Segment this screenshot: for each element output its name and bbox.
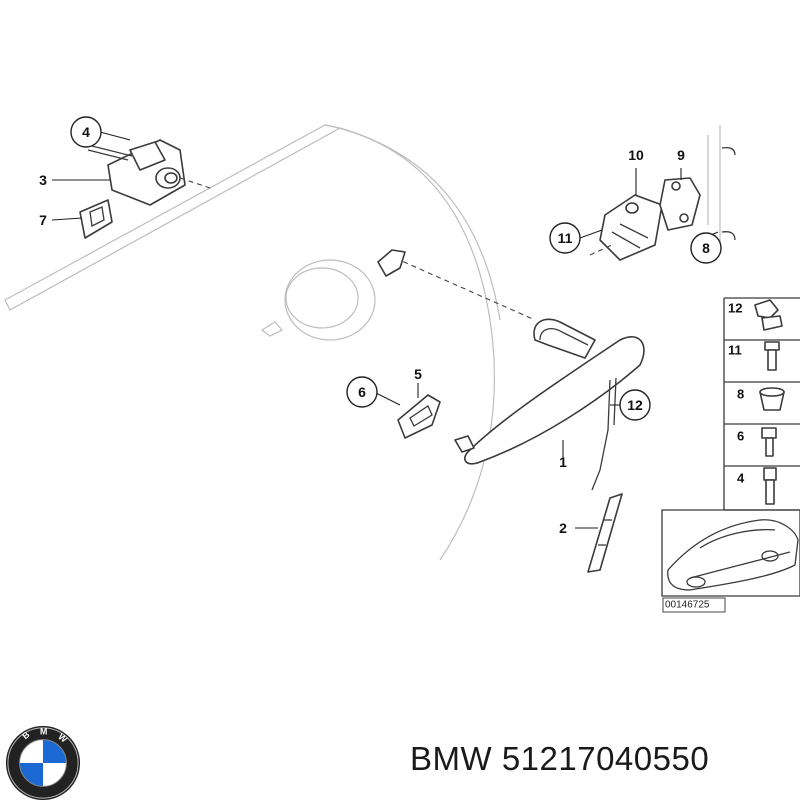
callout-3: 3 <box>39 172 47 188</box>
svg-text:1: 1 <box>559 454 567 470</box>
legend-item-12: 12 <box>728 299 783 331</box>
legend-item-6: 6 <box>737 427 777 457</box>
part-title: BMW 51217040550 <box>410 740 710 777</box>
svg-text:6: 6 <box>358 384 366 400</box>
svg-text:10: 10 <box>628 147 644 163</box>
bmw-logo: B M W <box>5 725 81 801</box>
lock-cylinder-housing <box>87 139 211 206</box>
callout-4: 4 <box>70 116 102 148</box>
svg-text:12: 12 <box>627 397 643 413</box>
svg-text:6: 6 <box>737 429 744 444</box>
callout-10: 10 <box>628 147 644 163</box>
svg-text:M: M <box>40 727 47 737</box>
svg-text:9: 9 <box>677 147 685 163</box>
svg-text:2: 2 <box>559 520 567 536</box>
callout-7: 7 <box>39 212 47 228</box>
legend-item-11: 11 <box>728 341 780 371</box>
vehicle-thumbnail: 00146725 <box>661 509 800 613</box>
lock-gasket <box>79 199 113 239</box>
callout-12: 12 <box>619 389 651 421</box>
leader-lines <box>51 131 719 529</box>
svg-text:7: 7 <box>39 212 47 228</box>
diagram-code: 00146725 <box>665 600 710 611</box>
legend-item-8: 8 <box>737 387 785 411</box>
svg-text:11: 11 <box>728 343 742 358</box>
svg-text:B: B <box>20 729 31 741</box>
door-outline <box>4 124 721 561</box>
door-handle <box>377 249 645 491</box>
svg-text:3: 3 <box>39 172 47 188</box>
callout-5: 5 <box>414 366 422 382</box>
callout-1: 1 <box>559 454 567 470</box>
svg-text:11: 11 <box>558 230 573 246</box>
legend-item-4: 4 <box>737 467 777 505</box>
svg-text:8: 8 <box>737 387 744 402</box>
callout-9: 9 <box>677 147 685 163</box>
svg-text:4: 4 <box>737 471 745 486</box>
svg-text:8: 8 <box>702 240 710 256</box>
svg-text:4: 4 <box>82 124 90 140</box>
fastener-legend: 12 11 8 6 4 <box>723 297 800 511</box>
svg-text:5: 5 <box>414 366 422 382</box>
handle-gasket <box>397 394 441 439</box>
handle-bracket <box>589 147 736 261</box>
callout-6: 6 <box>346 376 378 408</box>
callout-2: 2 <box>559 520 567 536</box>
callout-8: 8 <box>690 232 722 264</box>
svg-text:12: 12 <box>728 301 742 316</box>
actuating-rod <box>587 493 623 573</box>
callout-11: 11 <box>549 222 581 254</box>
